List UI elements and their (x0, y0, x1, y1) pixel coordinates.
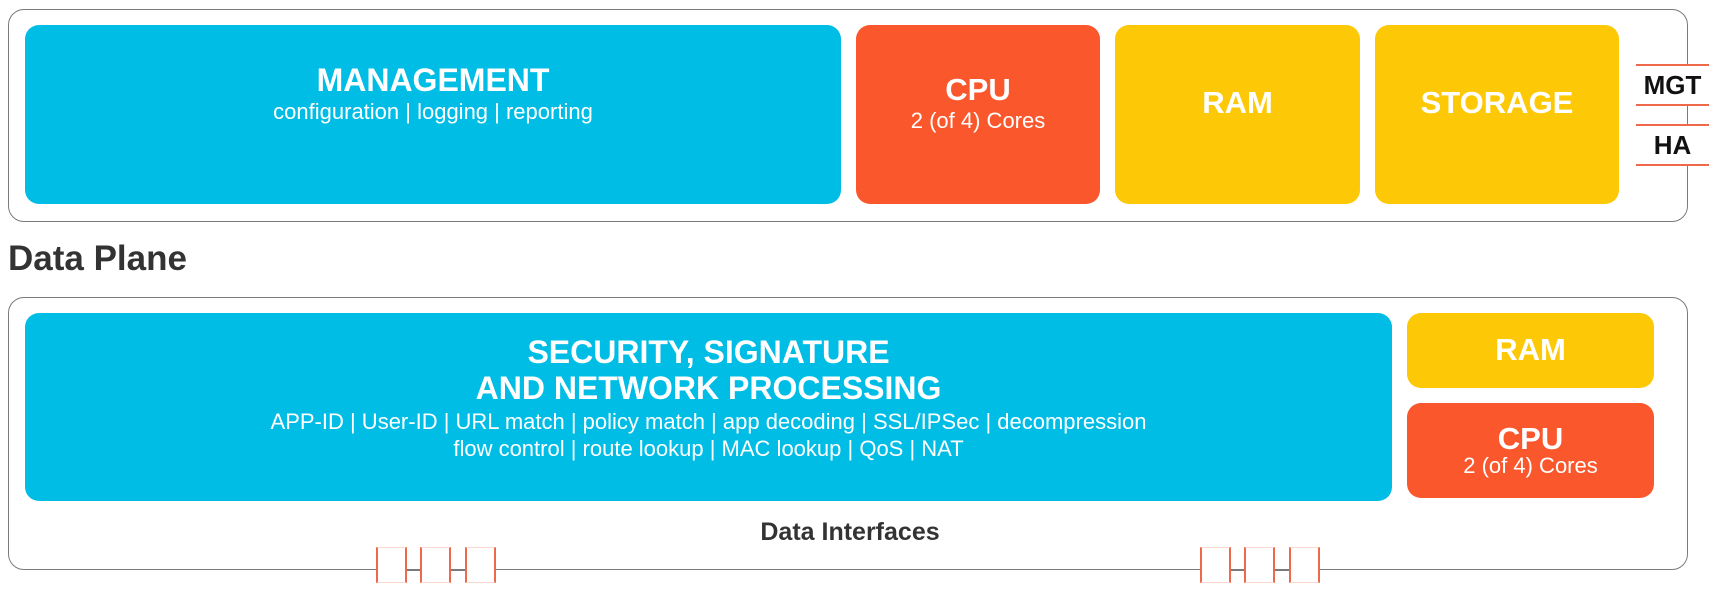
data-port (465, 547, 496, 583)
management-block: MANAGEMENT configuration | logging | rep… (25, 25, 841, 204)
data-port (1244, 547, 1275, 583)
data-ram-block: RAM (1407, 313, 1654, 388)
port-connector (1275, 569, 1289, 571)
storage-title: STORAGE (1420, 85, 1574, 121)
management-title: MANAGEMENT (316, 62, 550, 99)
processing-block: SECURITY, SIGNATURE AND NETWORK PROCESSI… (25, 313, 1392, 501)
data-port (1200, 547, 1231, 583)
processing-title-line1: SECURITY, SIGNATURE (527, 334, 890, 371)
port-connector (451, 569, 465, 571)
mgt-port: MGT (1636, 64, 1709, 106)
mgmt-cpu-block: CPU 2 (of 4) Cores (856, 25, 1100, 204)
management-subtitle: configuration | logging | reporting (273, 99, 593, 125)
data-port (420, 547, 451, 583)
mgmt-ram-block: RAM (1115, 25, 1360, 204)
processing-title-line2: AND NETWORK PROCESSING (475, 369, 942, 406)
data-port (1289, 547, 1320, 583)
mgmt-ram-title: RAM (1202, 85, 1273, 121)
data-cpu-title: CPU (1497, 421, 1564, 457)
data-plane-heading: Data Plane (8, 239, 187, 278)
data-cpu-cores: 2 (of 4) Cores (1463, 453, 1598, 479)
mgmt-cpu-title: CPU (945, 71, 1011, 107)
port-connector (407, 569, 420, 571)
data-ram-title: RAM (1495, 332, 1566, 368)
data-interfaces-label: Data Interfaces (760, 518, 940, 546)
mgmt-cpu-cores: 2 (of 4) Cores (910, 107, 1046, 133)
data-cpu-block: CPU 2 (of 4) Cores (1407, 403, 1654, 498)
storage-block: STORAGE (1375, 25, 1619, 204)
port-connector (1231, 569, 1244, 571)
mgt-port-label: MGT (1643, 69, 1702, 100)
processing-features-line2: flow control | route lookup | MAC lookup… (453, 436, 964, 462)
ha-port: HA (1636, 124, 1709, 166)
processing-features-line1: APP-ID | User-ID | URL match | policy ma… (270, 408, 1147, 434)
ha-port-label: HA (1653, 129, 1692, 160)
data-port (376, 547, 407, 583)
